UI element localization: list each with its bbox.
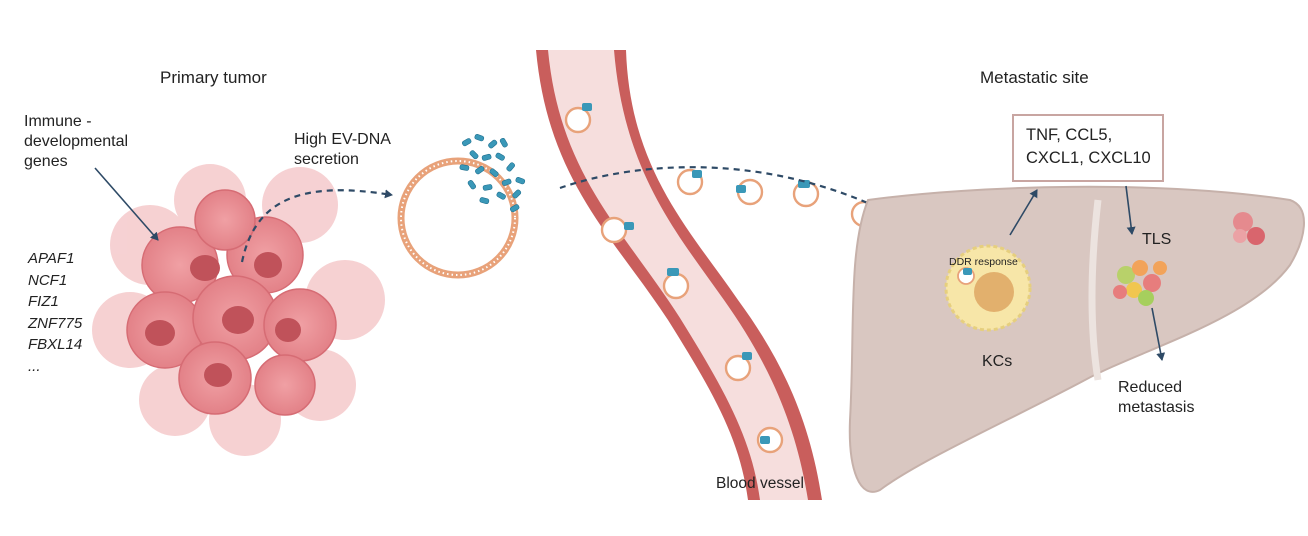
gene-item: APAF1 — [28, 250, 75, 267]
tls-cluster-icon — [1113, 260, 1167, 306]
gene-item: ... — [28, 357, 41, 375]
secretion-label: High EV-DNA secretion — [294, 131, 391, 168]
tls-label: TLS — [1142, 231, 1172, 248]
gene-list: APAF1 NCF1 FIZ1 ZNF775 FBXL14 ... — [28, 248, 82, 377]
reduced-metastasis-label: Reduced metastasis — [1118, 379, 1195, 416]
vessel-dna — [582, 103, 880, 444]
gene-item: NCF1 — [28, 271, 68, 289]
metastasis-nodule-icon — [1233, 212, 1265, 245]
ddr-response-label: DDR response — [949, 256, 1018, 268]
circulation-arrow — [559, 166, 913, 226]
ev-dna-icon — [459, 134, 526, 213]
gene-item: FBXL14 — [28, 336, 83, 353]
secretion-arrow — [240, 189, 393, 263]
cytokine-arrow — [1009, 189, 1038, 236]
gene-item: FIZ1 — [28, 293, 59, 310]
kupffer-cell-icon — [944, 244, 1032, 332]
kcs-label: KCs — [982, 353, 1013, 370]
reduced-arrow — [1151, 307, 1166, 361]
primary-tumor-label: Primary tumor — [160, 68, 267, 87]
genes-arrow — [94, 167, 159, 241]
cytokine-box: TNF, CCL5, CXCL1, CXCL10 — [1012, 114, 1164, 182]
extracellular-vesicle-icon — [397, 157, 519, 279]
tumor-cluster-icon — [92, 164, 385, 456]
metastatic-site-label: Metastatic site — [980, 68, 1089, 87]
immune-genes-label: Immune - developmental genes — [24, 113, 129, 170]
gene-item: ZNF775 — [28, 314, 83, 332]
tls-arrow — [1125, 185, 1136, 235]
blood-vessel-label: Blood vessel — [716, 475, 804, 492]
